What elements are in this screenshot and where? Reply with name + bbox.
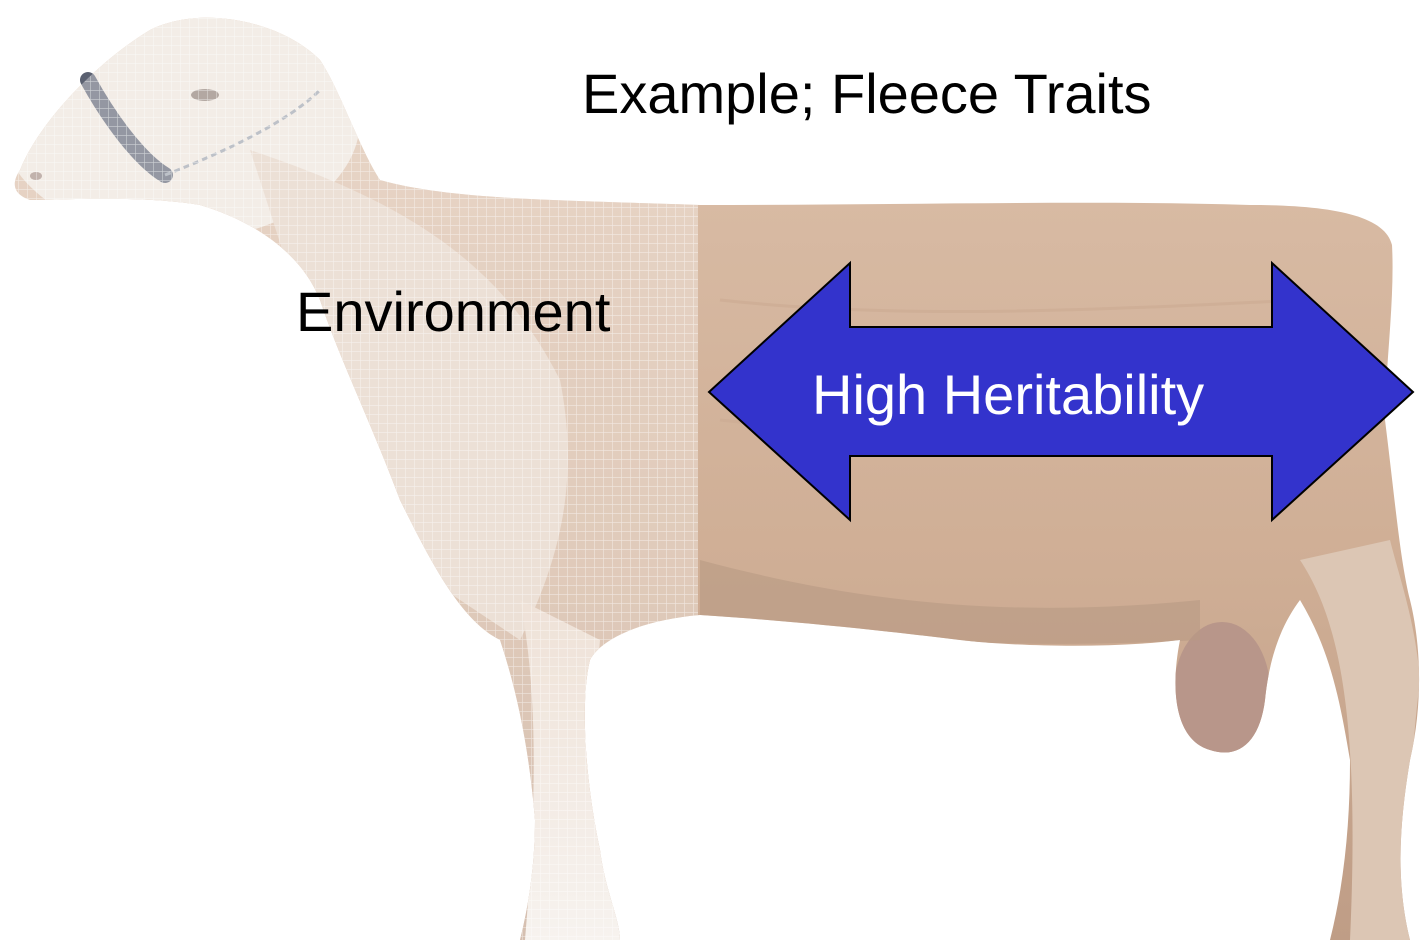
heritability-label: High Heritability <box>812 363 1204 427</box>
slide-title: Example; Fleece Traits <box>582 62 1152 126</box>
environment-label: Environment <box>296 280 610 344</box>
